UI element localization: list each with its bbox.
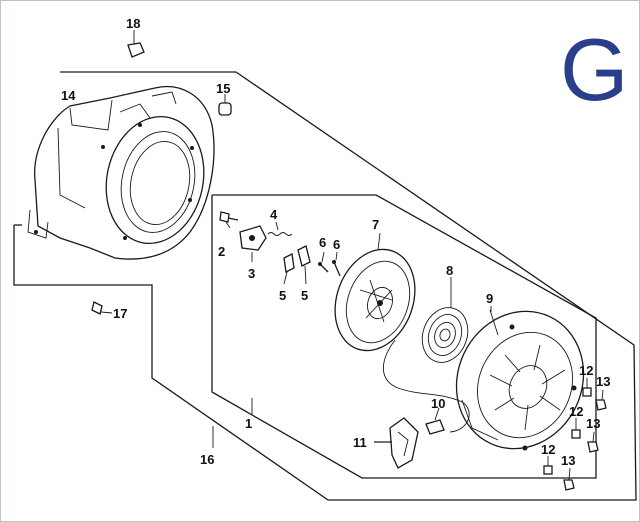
callout-11: 11 [353,435,367,450]
callout-3: 3 [248,266,255,281]
leader-6-right [335,251,338,261]
reel-pulley-part-7 [334,248,416,352]
callout-13-bottom: 13 [561,453,575,468]
pin-part-6-left [318,262,329,273]
leader-7 [377,232,381,251]
ratchet-hub-part-3 [239,225,267,251]
callout-17: 17 [113,306,127,321]
spiral-spring-part-8 [421,277,469,363]
callout-18: 18 [126,16,140,31]
screw-part-13-middle [587,431,599,453]
callout-13-top: 13 [596,374,610,389]
leader-5-left [283,271,288,285]
callout-12-top: 12 [579,363,593,378]
callout-13-middle: 13 [586,416,600,431]
washer-part-12-top [582,378,592,397]
starter-case-part-9 [455,309,585,451]
assembly-1-boundary [211,194,597,479]
starter-handle-part-11 [374,417,419,469]
callout-1: 1 [245,416,252,431]
spring-part-4 [267,221,293,236]
ratchet-pawl-part-5-right [297,245,311,267]
callout-6-left: 6 [319,235,326,250]
leader-6-left [321,251,325,263]
clip-part-18 [127,30,145,58]
ratchet-pawl-part-5-left [283,253,295,273]
callout-15: 15 [216,81,230,96]
callout-6-right: 6 [333,237,340,252]
callout-8: 8 [446,263,453,278]
callout-12-bottom: 12 [541,442,555,457]
callout-9: 9 [486,291,493,306]
leader-5-right [304,265,307,285]
washer-part-12-middle [571,418,581,439]
grommet-part-15 [218,94,232,116]
starter-rope [383,339,470,433]
bolt-part-2 [219,211,239,223]
callout-2: 2 [218,244,225,259]
callout-5-left: 5 [279,288,286,303]
washer-part-12-bottom [543,456,553,475]
screw-part-13-top [595,389,607,411]
rope-guide-part-10 [425,407,445,435]
callout-7: 7 [372,217,379,232]
callout-4: 4 [270,207,278,222]
callout-16: 16 [200,452,214,467]
leader-2 [225,221,231,229]
callout-5-right: 5 [301,288,308,303]
assembly-16-boundary [13,71,637,501]
section-letter: G [560,20,628,119]
bolt-part-17 [91,301,113,315]
screw-part-13-bottom [563,467,575,491]
pin-part-6-right [332,260,341,277]
callout-10: 10 [431,396,445,411]
fan-cover-shroud [27,86,215,260]
callout-12-middle: 12 [569,404,583,419]
callout-14: 14 [61,88,76,103]
